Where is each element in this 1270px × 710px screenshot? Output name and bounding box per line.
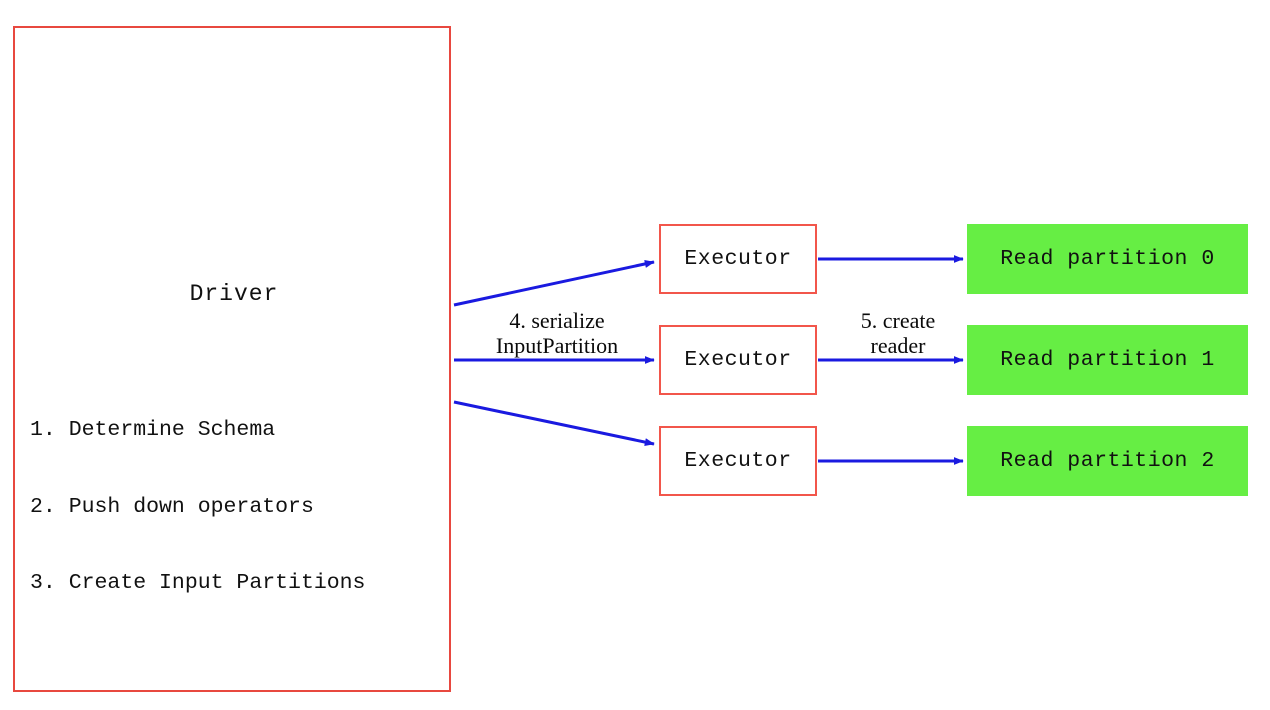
edge-label-serialize-line2: InputPartition <box>495 333 619 358</box>
driver-step-2: 2. Push down operators <box>30 494 314 519</box>
executor-box-2: Executor <box>659 426 817 496</box>
arrow-driver-to-executor-0 <box>453 260 655 307</box>
driver-step-3: 3. Create Input Partitions <box>30 571 366 595</box>
read-partition-box-0: Read partition 0 <box>967 224 1248 294</box>
read-partition-box-2: Read partition 2 <box>967 426 1248 496</box>
edge-label-serialize-line1: 4. serialize <box>509 308 605 333</box>
executor-box-1: Executor <box>659 325 817 395</box>
executor-box-0: Executor <box>659 224 817 294</box>
edge-label-create-reader-line2: reader <box>870 333 926 358</box>
driver-step-1: 1. Determine Schema <box>30 418 276 442</box>
driver-steps-list: 1. Determine Schema 2. Push down operato… <box>30 367 450 648</box>
read-partition-box-1: Read partition 1 <box>967 325 1248 395</box>
edge-label-create-reader: 5. create reader <box>828 308 968 358</box>
driver-box: Driver 1. Determine Schema 2. Push down … <box>13 26 451 692</box>
edge-label-serialize-inputpartition: 4. serialize InputPartition <box>452 308 662 358</box>
driver-title: Driver <box>189 281 279 307</box>
arrow-driver-to-executor-2 <box>453 400 655 447</box>
edge-label-create-reader-line1: 5. create <box>860 308 936 333</box>
